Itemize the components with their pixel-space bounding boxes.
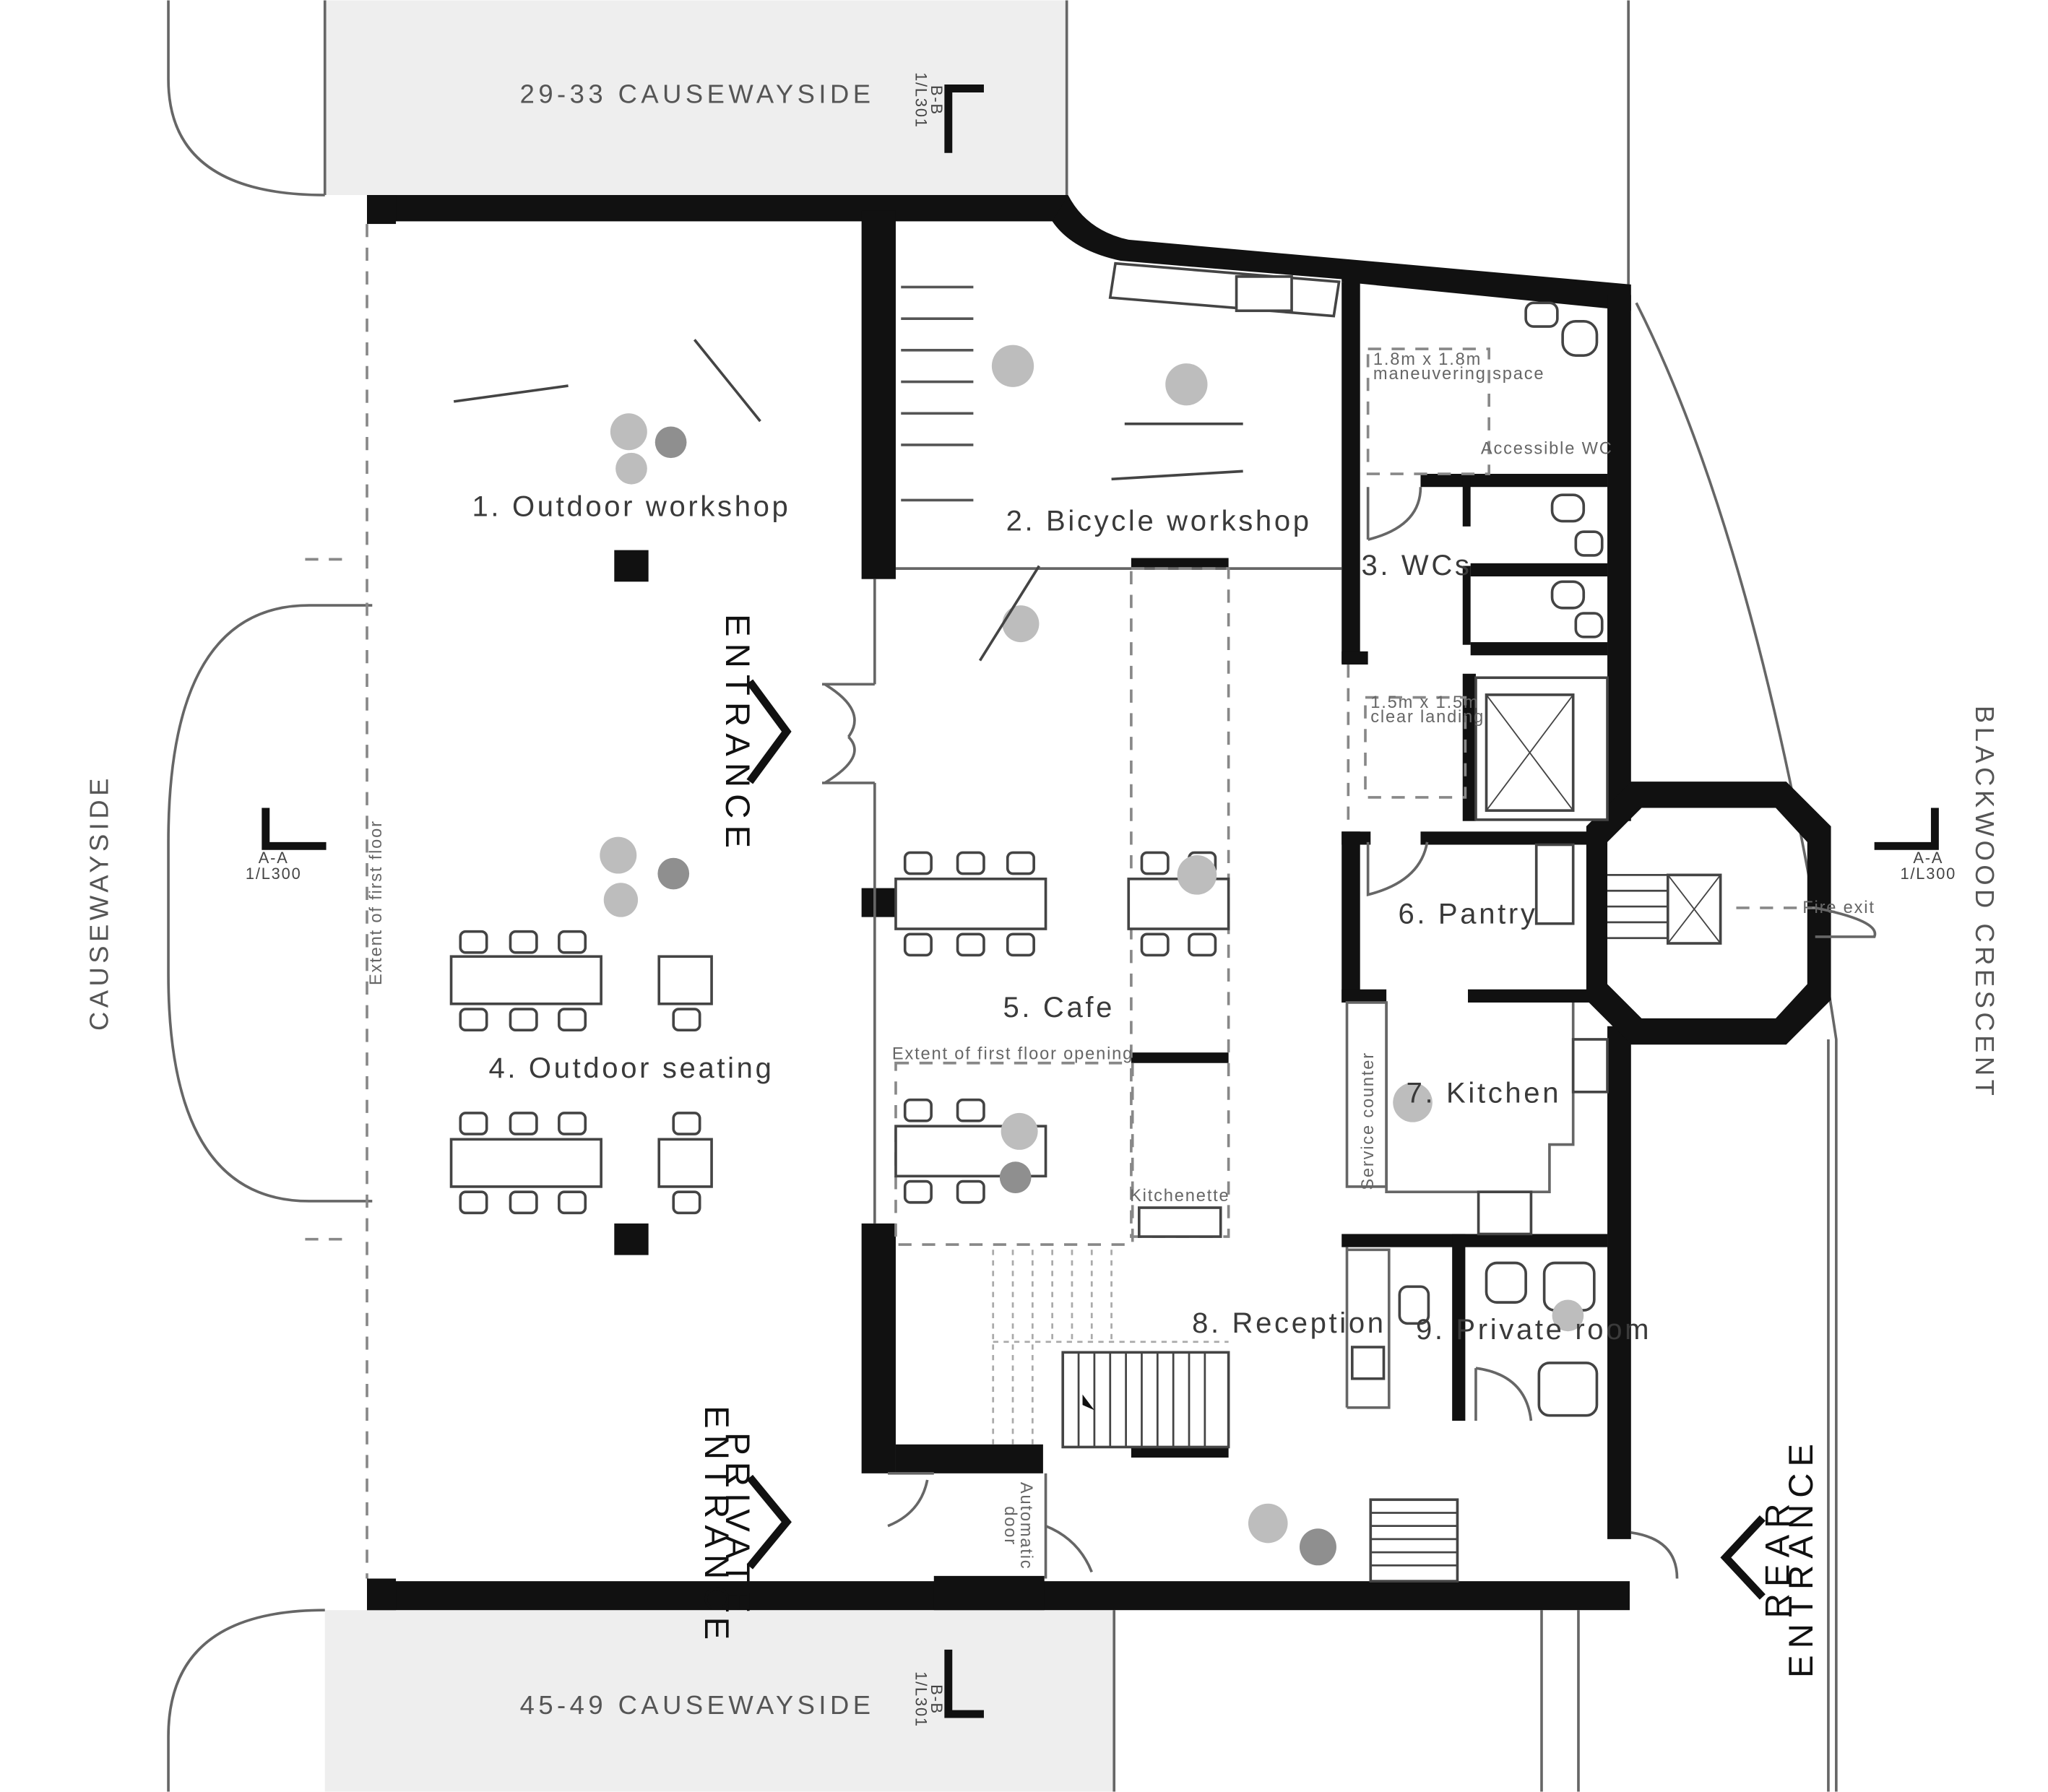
entrance-private-line1: PRIVATE xyxy=(718,1432,756,1619)
entrance-private-line2: ENTRANCE xyxy=(697,1406,735,1646)
neighbor-building-top xyxy=(323,0,1068,196)
room-cafe: 5. Cafe xyxy=(1003,992,1115,1023)
note-clear-landing-1: 1.5m x 1.5m xyxy=(1370,693,1479,712)
rear-stair xyxy=(1369,1498,1459,1583)
furniture xyxy=(449,261,1609,1417)
entrance-rear-line2: ENTRANCE xyxy=(1782,1437,1820,1678)
neighbor-top-label: 29-33 CAUSEWAYSIDE xyxy=(520,79,875,109)
room-wcs: 3. WCs xyxy=(1361,550,1472,581)
note-kitchenette: Kitchenette xyxy=(1130,1187,1230,1206)
room-bicycle-workshop: 2. Bicycle workshop xyxy=(1006,505,1312,537)
entrance-arrows xyxy=(746,679,1766,1600)
entrance-main-label: ENTRANCE xyxy=(718,614,756,854)
note-accessible-wc: Accessible WC xyxy=(1481,440,1613,459)
section-aa-left-code: A-A xyxy=(259,849,289,867)
neighbor-bottom-label: 45-49 CAUSEWAYSIDE xyxy=(520,1690,875,1720)
room-outdoor-seating: 4. Outdoor seating xyxy=(488,1052,774,1084)
section-bb-top-code: B-B xyxy=(928,85,946,116)
section-bb-top-sheet: 1/L301 xyxy=(912,72,930,129)
labels: 29-33 CAUSEWAYSIDE 45-49 CAUSEWAYSIDE CA… xyxy=(84,72,2000,1728)
note-service-counter: Service counter xyxy=(1359,1052,1378,1190)
street-right-label: BLACKWOOD CRESCENT xyxy=(1970,706,2000,1099)
note-clear-landing-2: clear landing xyxy=(1370,708,1485,727)
section-aa-right-code: A-A xyxy=(1913,849,1943,867)
doors xyxy=(822,487,1877,1579)
lift xyxy=(1474,676,1609,821)
note-first-floor-opening: Extent of first floor opening xyxy=(892,1044,1133,1063)
section-marks xyxy=(262,85,1939,1718)
people-figures xyxy=(453,339,1584,1566)
section-bb-bottom-code: B-B xyxy=(928,1684,946,1715)
section-bb-bottom-sheet: 1/L301 xyxy=(912,1671,930,1728)
room-pantry: 6. Pantry xyxy=(1398,899,1537,930)
main-stair xyxy=(992,1250,1230,1449)
room-reception: 8. Reception xyxy=(1192,1307,1386,1339)
room-private-room: 9. Private room xyxy=(1416,1314,1651,1346)
note-automatic-door-2: door xyxy=(1001,1506,1019,1546)
room-outdoor-workshop: 1. Outdoor workshop xyxy=(472,490,791,522)
note-fire-exit: Fire exit xyxy=(1802,899,1875,917)
note-maneuvering-2: maneuvering space xyxy=(1373,365,1544,384)
note-maneuvering-1: 1.8m x 1.8m xyxy=(1373,350,1482,369)
note-automatic-door-1: Automatic xyxy=(1016,1482,1035,1570)
note-first-floor-extent: Extent of first floor xyxy=(367,820,386,985)
fire-stair xyxy=(1607,873,1815,945)
room-kitchen: 7. Kitchen xyxy=(1407,1077,1562,1109)
building-walls xyxy=(367,195,1831,1611)
neighbor-building-bottom xyxy=(324,1610,1116,1792)
section-aa-left-sheet: 1/L300 xyxy=(246,865,302,883)
entrance-rear-line1: REAR xyxy=(1758,1497,1797,1618)
section-aa-right-sheet: 1/L300 xyxy=(1900,865,1956,883)
street-left-label: CAUSEWAYSIDE xyxy=(84,774,113,1031)
